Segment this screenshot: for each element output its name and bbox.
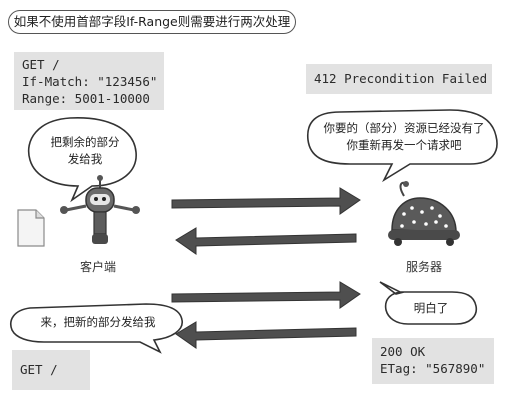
response2-etag: ETag: "567890" <box>380 361 486 376</box>
response1-status: 412 Precondition Failed <box>314 71 488 86</box>
diagram-title: 如果不使用首部字段If-Range则需要进行两次处理 <box>8 10 296 34</box>
request2-line: GET / <box>20 362 58 377</box>
client-speech-1-line-1: 把剩余的部分 <box>50 135 120 149</box>
server-speech-2: 明白了 <box>413 301 449 315</box>
server-robot-icon <box>388 181 460 246</box>
response2-status: 200 OK <box>380 344 426 359</box>
client-speech-1-line-2: 发给我 <box>67 152 103 166</box>
arrow-response1 <box>175 227 357 255</box>
arrow-request1 <box>171 187 361 215</box>
client-speech-bubble-2 <box>10 303 183 354</box>
server-speech-1: 你要的（部分）资源已经没有了 你重新再发一个请求吧 <box>312 120 496 154</box>
client-label: 客户端 <box>80 260 117 274</box>
request1-line-if-match: If-Match: "123456" <box>22 74 158 89</box>
server-speech-bubble-1 <box>307 109 498 183</box>
client-speech-1: 把剩余的部分 发给我 <box>40 134 130 168</box>
server-speech-1-line-1: 你要的（部分）资源已经没有了 <box>323 121 485 135</box>
document-icon <box>17 209 45 247</box>
arrow-response2 <box>175 321 357 349</box>
arrow-request2 <box>171 281 361 309</box>
response2-box: 200 OK ETag: "567890" <box>372 338 494 384</box>
request1-line-range: Range: 5001-10000 <box>22 91 150 106</box>
request2-box: GET / <box>12 350 90 390</box>
request1-line-method: GET / <box>22 57 60 72</box>
request1-box: GET / If-Match: "123456" Range: 5001-100… <box>14 52 164 110</box>
server-speech-bubble-2 <box>379 281 478 325</box>
server-speech-1-line-2: 你重新再发一个请求吧 <box>346 138 462 152</box>
client-robot-icon <box>60 175 140 244</box>
client-speech-2: 来，把新的部分发给我 <box>40 315 156 329</box>
client-speech-bubble-1 <box>27 117 137 203</box>
response1-box: 412 Precondition Failed <box>306 64 492 94</box>
server-label: 服务器 <box>406 260 443 274</box>
